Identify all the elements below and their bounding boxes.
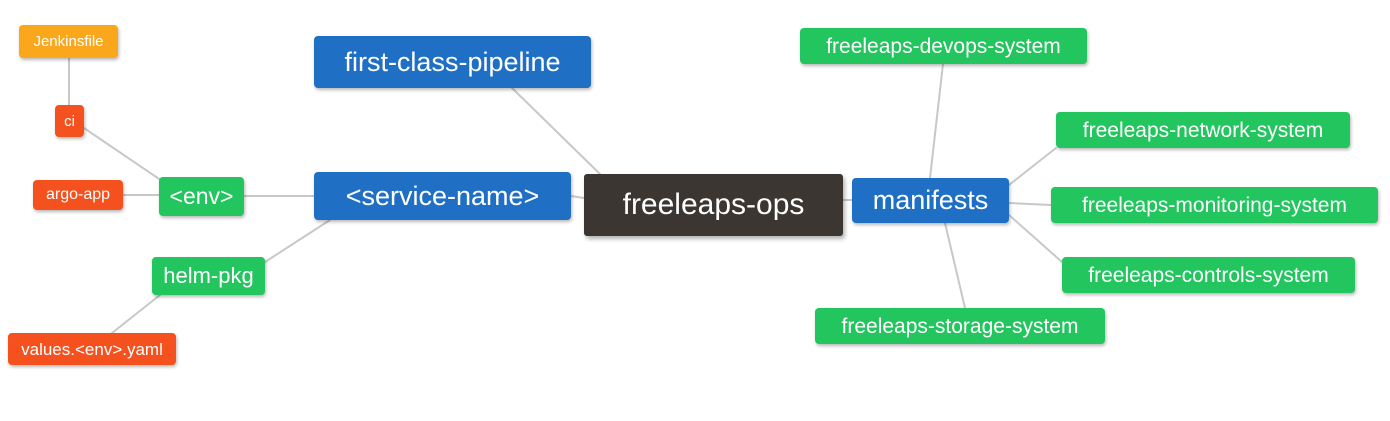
node-label: Jenkinsfile — [33, 33, 104, 50]
node-label: freeleaps-controls-system — [1088, 263, 1329, 287]
node-manifests[interactable]: manifests — [852, 178, 1009, 223]
node-label: argo-app — [45, 186, 111, 203]
node-label: <service-name> — [345, 180, 540, 211]
node-freeleaps-monitoring-system[interactable]: freeleaps-monitoring-system — [1051, 187, 1378, 223]
node-freeleaps-ops[interactable]: freeleaps-ops — [584, 174, 843, 236]
node-freeleaps-storage-system[interactable]: freeleaps-storage-system — [815, 308, 1105, 344]
node-label: ci — [64, 112, 75, 130]
node-helm-pkg[interactable]: helm-pkg — [152, 257, 265, 295]
node-label: <env> — [169, 183, 234, 209]
node-env[interactable]: <env> — [159, 177, 244, 216]
node-label: freeleaps-monitoring-system — [1082, 193, 1347, 217]
node-label: manifests — [872, 185, 989, 215]
node-label: values.<env>.yaml — [21, 339, 163, 359]
node-label: freeleaps-storage-system — [841, 314, 1079, 338]
node-freeleaps-controls-system[interactable]: freeleaps-controls-system — [1062, 257, 1355, 293]
node-argo-app[interactable]: argo-app — [33, 180, 123, 210]
node-ci[interactable]: ci — [55, 105, 84, 137]
node-freeleaps-network-system[interactable]: freeleaps-network-system — [1056, 112, 1350, 148]
node-jenkinsfile[interactable]: Jenkinsfile — [19, 25, 118, 58]
node-service-name[interactable]: <service-name> — [314, 172, 571, 220]
node-label: freeleaps-ops — [622, 188, 805, 221]
node-label: freeleaps-network-system — [1082, 118, 1324, 142]
node-first-class-pipeline[interactable]: first-class-pipeline — [314, 36, 591, 88]
node-values-yaml[interactable]: values.<env>.yaml — [8, 333, 176, 365]
node-freeleaps-devops-system[interactable]: freeleaps-devops-system — [800, 28, 1087, 64]
node-label: first-class-pipeline — [344, 46, 561, 77]
node-label: helm-pkg — [163, 263, 254, 288]
node-label: freeleaps-devops-system — [826, 34, 1061, 58]
